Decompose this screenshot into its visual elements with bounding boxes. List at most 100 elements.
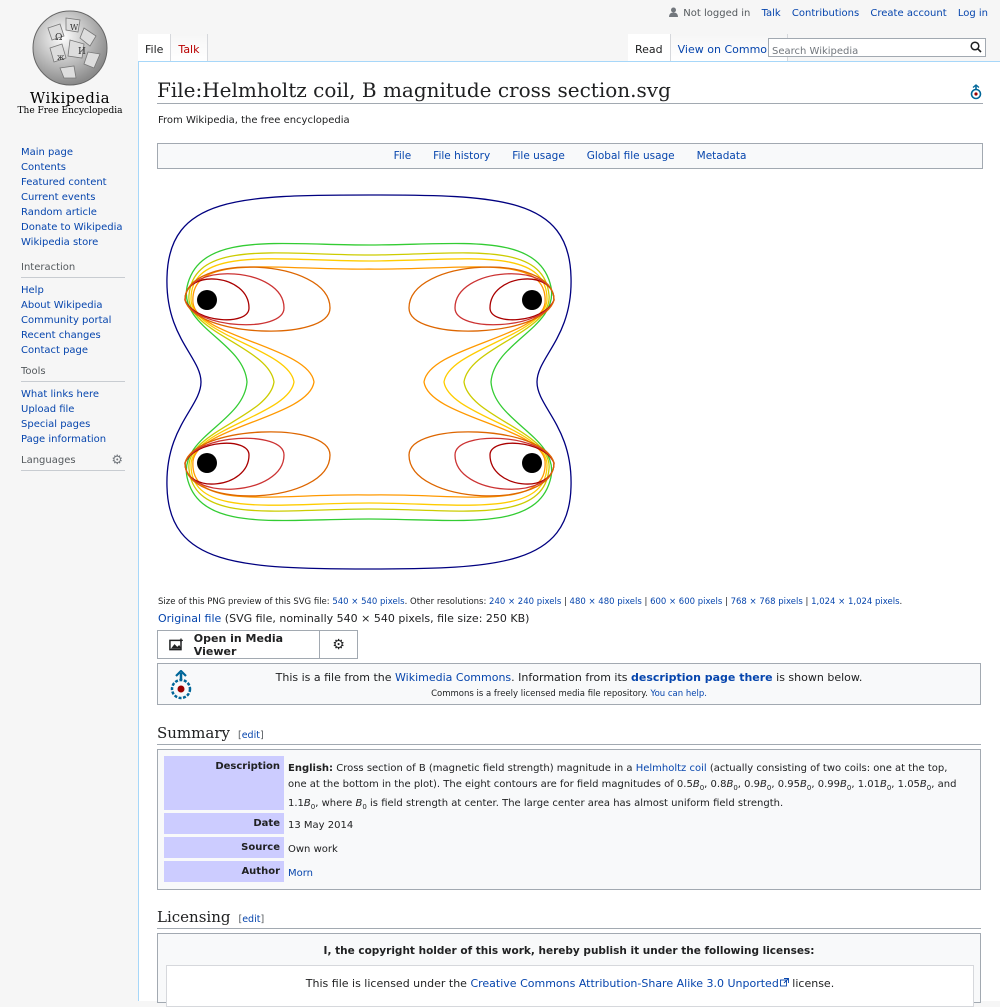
svg-text:W: W [70,23,79,32]
nav-main-item-0[interactable]: Main page [21,147,74,158]
source-label: Source [164,837,284,858]
author-link[interactable]: Morn [288,868,314,879]
b0-symbol: B0 [879,779,892,792]
create-account-link[interactable]: Create account [870,8,947,19]
sidebar: Ω W И ж Wikipedia The Free Encyclopedia … [0,0,138,1000]
log-in-link[interactable]: Log in [957,8,988,19]
commons-sub-line: Commons is a freely licensed media file … [158,689,980,699]
contour-inner-2 [408,266,555,332]
contour-0.99 [192,266,546,498]
media-viewer-settings-button[interactable]: ⚙ [320,631,357,658]
toc-global-file-usage[interactable]: Global file usage [586,150,675,162]
contour-inner-0 [184,442,250,485]
contour-inner-1 [184,437,285,490]
contour-value: 0.99 [817,779,840,790]
contour-inner-0 [184,278,250,321]
wikimedia-commons-link[interactable]: Wikimedia Commons [395,671,512,684]
b0-symbol: B0 [839,779,852,792]
file-preview-image[interactable] [159,187,579,577]
svg-text:И: И [78,47,86,57]
commons-indicator-icon[interactable] [969,84,983,101]
search-icon[interactable] [970,41,982,53]
talk-link[interactable]: Talk [761,8,781,19]
nav-tools-item-0[interactable]: What links here [21,389,100,400]
license-t2: license. [788,977,835,990]
contour-value: 0.9 [744,779,761,790]
source-value: Own work [288,844,338,855]
tab-file[interactable]: File [138,34,172,61]
licensing-edit[interactable]: edit [242,914,261,925]
contour-value: 0.5 [676,779,693,790]
wikipedia-logo[interactable]: Ω W И ж Wikipedia The Free Encyclopedia [15,8,125,126]
lang-label: English: [288,763,334,774]
file-toc: File File history File usage Global file… [157,143,983,169]
nav-interaction-item-3[interactable]: Recent changes [21,330,101,341]
res-600[interactable]: 600 × 600 pixels [650,597,723,607]
contour-value: 0.8 [710,779,727,790]
nav-interaction-item-4[interactable]: Contact page [21,345,89,356]
tab-talk[interactable]: Talk [171,34,208,61]
nav-main-item-5[interactable]: Donate to Wikipedia [21,222,123,233]
wordmark: Wikipedia [29,89,111,107]
open-media-viewer-button[interactable]: Open in Media Viewer [158,631,320,658]
search-input[interactable] [769,43,965,60]
res-sep: | [802,597,812,607]
toc-file-history[interactable]: File history [433,150,491,162]
you-can-help-link[interactable]: You can help. [650,689,707,699]
tools-heading: Tools [21,366,125,382]
coil-cross-section [522,453,542,473]
nav-main-item-3[interactable]: Current events [21,192,96,203]
media-viewer-box: Open in Media Viewer ⚙ [157,630,358,659]
media-viewer-label: Open in Media Viewer [193,631,284,658]
toc-file-usage[interactable]: File usage [512,150,565,162]
gear-icon[interactable]: ⚙ [111,453,123,468]
nav-tools-item-1[interactable]: Upload file [21,404,75,415]
res-768[interactable]: 768 × 768 pixels [730,597,803,607]
nav-interaction-item-0[interactable]: Help [21,285,44,296]
size-current-link[interactable]: 540 × 540 pixels [332,597,405,607]
cc-by-sa-link[interactable]: Creative Commons Attribution-Share Alike… [470,977,779,990]
coil-cross-section [197,290,217,310]
original-file-info: (SVG file, nominally 540 × 540 pixels, f… [221,612,530,625]
external-link-icon [779,978,789,987]
res-sep: | [641,597,651,607]
nav-main-item-2[interactable]: Featured content [21,177,107,188]
tagline: The Free Encyclopedia [17,106,123,116]
size-mid: . Other resolutions: [404,597,490,607]
nav-main-item-4[interactable]: Random article [21,207,97,218]
commons-t1: This is a file from the [275,671,396,684]
helmholtz-coil-link[interactable]: Helmholtz coil [635,763,707,774]
nav-tools-item-3[interactable]: Page information [21,434,107,445]
nav-main-item-6[interactable]: Wikipedia store [21,237,99,248]
commons-notice-line: This is a file from the Wikimedia Common… [158,671,980,684]
description-page-link[interactable]: description page there [631,671,773,684]
tab-read[interactable]: Read [628,34,671,61]
commons-sub: Commons is a freely licensed media file … [431,689,651,699]
res-sep: | [722,597,731,607]
res-240[interactable]: 240 × 240 pixels [489,597,562,607]
toc-file[interactable]: File [393,150,412,162]
summary-edit-link: [edit] [237,730,264,741]
contour-inner-2 [408,431,555,497]
interaction-heading: Interaction [21,262,125,278]
nav-interaction-item-1[interactable]: About Wikipedia [21,300,103,311]
languages-heading: Languages ⚙ [21,453,125,471]
contributions-link[interactable]: Contributions [791,8,860,19]
res-480[interactable]: 480 × 480 pixels [569,597,642,607]
res-1024[interactable]: 1,024 × 1,024 pixels [811,597,900,607]
nav-interaction-item-2[interactable]: Community portal [21,315,112,326]
license-inner: This file is licensed under the Creative… [166,965,974,1007]
b0-symbol: B0 [760,779,772,792]
not-logged-in: Not logged in [683,8,751,19]
license-box: I, the copyright holder of this work, he… [157,933,981,1007]
original-file-link[interactable]: Original file [158,612,222,625]
contour-value: 1.1 [288,798,304,809]
summary-edit[interactable]: edit [241,730,260,741]
description-value: English: Cross section of B (magnetic fi… [288,763,957,811]
licensing-edit-link: [edit] [238,914,265,925]
toc-metadata[interactable]: Metadata [696,150,747,162]
nav-tools-item-2[interactable]: Special pages [21,419,91,430]
nav-main-item-1[interactable]: Contents [21,162,66,173]
